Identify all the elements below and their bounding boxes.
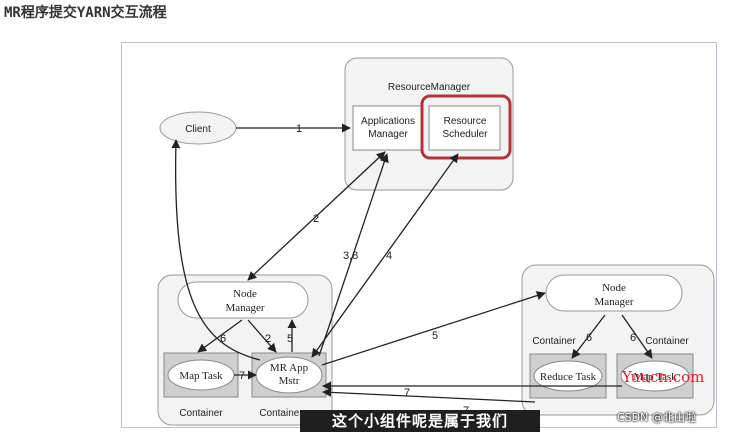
edge-right-reduce-to-mr — [322, 387, 536, 403]
right-node-manager-label-2: Manager — [594, 296, 633, 308]
edge-right-nm-to-reduce — [571, 314, 606, 359]
mr-app-label-1: MR App — [270, 362, 309, 374]
page-title: MR程序提交YARN交互流程 — [4, 5, 167, 21]
edge-label-3-8: 3,8 — [343, 250, 358, 262]
edge-mr-to-scheduler — [311, 153, 459, 358]
edge-label-4: 4 — [386, 250, 392, 262]
scheduler-highlight — [420, 94, 512, 160]
edge-label-1: 1 — [296, 123, 302, 135]
edge-mr-to-right-nm — [321, 291, 546, 366]
left-node-manager-label-2: Manager — [225, 302, 264, 314]
edge-right-nm-to-map — [621, 314, 653, 359]
right-container-label-1: Container — [532, 336, 576, 347]
client-label: Client — [185, 124, 211, 135]
resource-manager-title: ResourceManager — [388, 82, 471, 93]
right-map-task-label: Map Task — [633, 371, 677, 383]
reduce-task-label: Reduce Task — [540, 371, 597, 383]
mr-app-label-2: Mstr — [279, 375, 300, 387]
video-subtitle: 这个小组件呢是属于我们 — [300, 410, 540, 432]
edge-label-6-left: 6 — [220, 333, 226, 345]
edge-mr-to-client — [171, 139, 261, 361]
watermark: Yuucn.com — [622, 368, 705, 386]
applications-manager-label-1: Applications — [361, 116, 415, 127]
edge-label-7-right-a: 7 — [404, 387, 410, 399]
left-map-task-label: Map Task — [179, 370, 223, 382]
applications-manager-label-2: Manager — [368, 129, 408, 140]
resource-scheduler-label-2: Scheduler — [442, 129, 488, 140]
right-map-task — [620, 360, 690, 392]
reduce-task — [533, 360, 603, 392]
right-node-manager — [545, 274, 683, 312]
left-container-label-1: Container — [179, 408, 223, 419]
edge-left-nm-to-map — [197, 319, 243, 353]
edge-label-2: 2 — [313, 213, 319, 225]
credit-label: CSDN @北山啦 — [617, 411, 696, 424]
left-container-label-2: Container — [259, 408, 303, 419]
edge-label-7-left: 7 — [239, 370, 245, 382]
right-container-label-2: Container — [645, 336, 689, 347]
applications-manager-box — [352, 105, 424, 151]
left-node-manager — [177, 281, 309, 319]
edge-label-6-right-b: 6 — [630, 332, 636, 344]
resource-scheduler-label-1: Resource — [444, 116, 487, 127]
left-node-manager-label-1: Node — [233, 288, 257, 300]
edge-label-2-inner: 2 — [265, 333, 271, 345]
resource-scheduler-box — [428, 105, 501, 151]
right-node-manager-label-1: Node — [602, 282, 626, 294]
edge-label-5-inner: 5 — [287, 333, 293, 345]
edge-left-nm-to-mr — [247, 319, 277, 353]
edge-label-6-right-a: 6 — [586, 332, 592, 344]
edge-label-5: 5 — [432, 330, 438, 342]
